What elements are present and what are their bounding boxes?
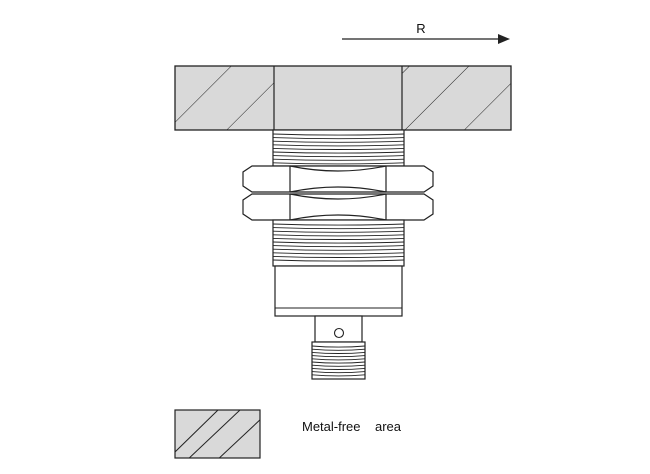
thread-line (311, 351, 366, 354)
legend-swatch (174, 409, 261, 459)
thread-line (311, 355, 366, 358)
thread-line (272, 147, 405, 150)
thread-line (272, 245, 405, 248)
hex-nut-lower (242, 193, 434, 221)
legend-label: Metal-free area (302, 419, 402, 434)
metal-free-zone-right (402, 66, 511, 130)
thread-line (272, 234, 405, 237)
thread-line (272, 237, 405, 240)
upper-thread (272, 129, 405, 167)
thread-line (272, 162, 405, 165)
thread-line (272, 259, 405, 262)
thread-line (272, 255, 405, 258)
thread-line (311, 361, 366, 364)
thread-line (311, 374, 366, 377)
thread-line (272, 248, 405, 251)
mounting-plate (174, 65, 512, 131)
sensor-body (274, 265, 403, 317)
thread-line (272, 155, 405, 158)
thread-line (311, 358, 366, 361)
thread-line (272, 227, 405, 230)
direction-arrow (342, 34, 510, 44)
thread-line (272, 140, 405, 143)
thread-line (311, 364, 366, 367)
thread-line (272, 137, 405, 140)
thread-line (311, 367, 366, 370)
thread-line (272, 241, 405, 244)
arrow-label: R (416, 21, 425, 36)
thread-line (311, 345, 366, 348)
connector-neck (314, 315, 363, 343)
thread-line (272, 133, 405, 136)
thread-line (311, 348, 366, 351)
thread-line (272, 252, 405, 255)
hex-nut-upper (242, 165, 434, 193)
metal-free-zone-left (175, 66, 274, 130)
connector-plug (311, 341, 366, 380)
thread-line (272, 158, 405, 161)
thread-line (272, 144, 405, 147)
thread-line (311, 371, 366, 374)
led-indicator (333, 327, 345, 339)
thread-line (272, 223, 405, 226)
thread-line (272, 151, 405, 154)
thread-line (272, 230, 405, 233)
lower-thread (272, 219, 405, 267)
